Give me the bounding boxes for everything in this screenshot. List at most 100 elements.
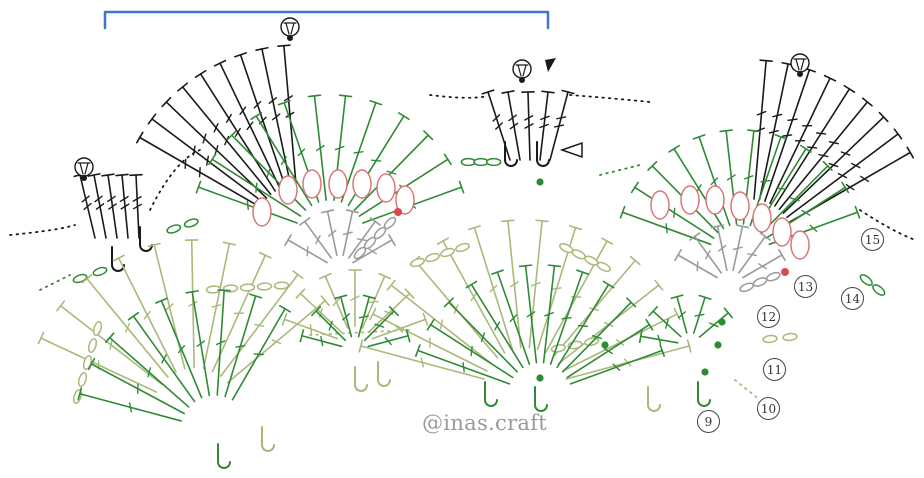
stitch-cap [603,281,613,287]
round12-chain-right [739,282,755,294]
round11-chain-b [596,261,612,273]
start-marker-icon-3 [791,54,809,72]
hook-green-4 [378,362,390,386]
dotted-row-15-left [10,225,75,235]
stitch-bar [126,324,130,332]
stitch-bar [710,323,718,327]
round11-chain-a [455,242,470,253]
stitch-cap [632,182,638,192]
round-label-11: 11 [763,358,786,381]
stitch-bar [110,341,112,350]
start-marker-icon-4 [75,158,93,176]
round11-chain-c [87,338,97,353]
round11-chain-a [410,257,425,268]
round13-puff-left-3 [329,170,347,198]
stitch-cap [602,238,613,244]
stitch-bar [674,208,675,217]
stitch-cap [370,309,375,320]
round-label-9: 9 [697,410,720,433]
top-bracket [105,12,548,28]
hook-green-8 [698,382,710,406]
stitch-cap [113,255,124,260]
round13-puff-left-4 [353,170,371,198]
round14-chain-right [859,273,874,287]
round-label-9-text: 9 [705,416,713,428]
stitch-bar [310,325,311,334]
round12-chain-right [766,271,782,283]
stitch-cap [57,301,64,310]
stitch-cap [137,132,143,142]
stitch-bar [819,155,828,157]
join-dot-1 [718,318,725,325]
stitch-bar [272,340,280,344]
stitch-bar [463,363,464,372]
stitch-cap [542,91,554,92]
start-marker-icon-4-dot [81,175,87,181]
round11-chain-c [82,355,92,370]
round13-puff-right-5 [773,218,791,246]
dotted-row-15-c [570,95,650,102]
start-marker-icon-1 [281,18,299,36]
stitch-cap [863,98,872,106]
stitch-cap [675,250,681,260]
stitch-cap [102,174,114,176]
stitch-bar [695,314,704,315]
stitch-bar [214,124,218,132]
stitch-cap [779,250,785,260]
stitch-cap [502,220,514,221]
round11-chain-a [440,247,455,258]
stitch-cap [278,45,290,46]
round-label-12-text: 12 [761,311,776,323]
hook-green-2 [262,427,274,451]
stitch-bar [256,183,257,192]
stitch-bar [421,358,423,367]
round13-puff-left-1 [279,176,297,204]
hook-green-5 [485,382,497,406]
stitch-cap [389,235,395,245]
join-triangle-icon [562,143,582,157]
stitch-cap [548,265,560,266]
dotted-row-14-mid [600,165,640,175]
round11-chain-c [92,321,102,336]
round11-chain-d [274,282,288,290]
stitch-bar [788,119,797,120]
stitch-cap [148,114,155,124]
dotted-row-15-a [150,150,200,210]
stitch-bar [440,320,442,329]
round-label-13-text: 13 [798,281,813,293]
stitch-bar [471,347,472,356]
stitch-bar [369,302,378,303]
stitch-cap [536,220,548,221]
round13-puff-right-4 [753,204,771,232]
round14-chain-left [166,224,181,235]
join-dot-4 [601,341,608,348]
stitch-cap [520,265,532,266]
stitch-cap [196,71,206,77]
stitch-cap [427,320,433,330]
round13-puff-right-2 [706,186,724,214]
stitch-bar [207,156,209,165]
stitch-bar [557,117,566,119]
dotted-row-14-left [40,275,70,290]
stitch-bar [372,160,381,161]
stitch-bar [354,152,363,153]
stitch-bar [247,201,248,210]
stitch-cap [186,291,198,293]
stitch-cap [399,113,409,119]
stitch-cap [655,280,662,289]
stitch-cap [178,83,187,91]
stitch-cap [502,91,514,93]
hook-green-7 [648,387,660,411]
start-marker-icon-2 [513,60,531,78]
round-label-14: 14 [841,287,864,310]
round11-chain-d [257,283,271,291]
round-label-14-text: 14 [845,293,860,305]
round11-chain-e [783,333,798,341]
hook-green-3 [355,367,367,391]
stitch-cap [130,175,142,176]
hook-green-1 [218,444,230,468]
stitch-cap [445,154,451,164]
fasten-off-arrow-icon [545,58,556,72]
stitch-bar [334,299,340,306]
stitch-cap [309,95,321,96]
